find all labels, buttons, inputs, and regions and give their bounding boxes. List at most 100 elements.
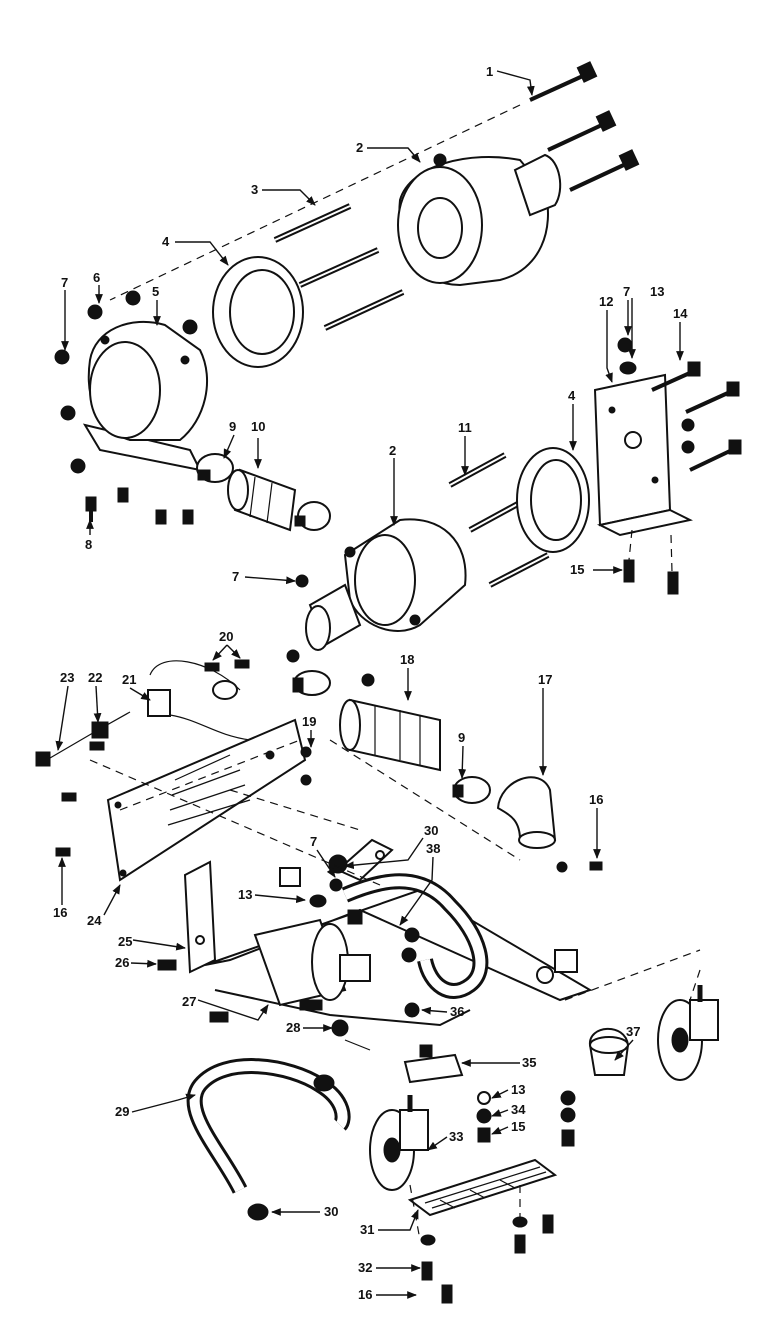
strain-relief-22 — [91, 721, 109, 739]
nut-19 — [300, 746, 312, 758]
fitting-center — [347, 909, 363, 925]
callout-26: 26 — [115, 955, 129, 970]
callout-32: 32 — [358, 1260, 372, 1275]
nut-frame-b — [401, 947, 417, 963]
callout-labels: 1 2 3 4 5 6 7 2 4 7 8 9 10 11 12 13 14 1… — [53, 64, 688, 1302]
callout-16-elbow: 16 — [589, 792, 603, 807]
terminal-block — [212, 680, 238, 700]
callout-15-plate: 15 — [570, 562, 584, 577]
nut-mid-b — [286, 649, 300, 663]
grille-31 — [407, 1158, 558, 1217]
callout-10: 10 — [251, 419, 265, 434]
hose-10 — [227, 468, 297, 532]
motor-housing-2-upper — [397, 153, 562, 287]
tie-rod-upper-b — [298, 247, 380, 288]
callout-4-upper: 4 — [162, 234, 170, 249]
callout-5: 5 — [152, 284, 159, 299]
washer-right-b — [560, 1107, 576, 1123]
callout-22: 22 — [88, 670, 102, 685]
callout-2-upper: 2 — [356, 140, 363, 155]
callout-13-center: 13 — [238, 887, 252, 902]
callout-34: 34 — [511, 1102, 526, 1117]
callout-3: 3 — [251, 182, 258, 197]
callout-28: 28 — [286, 1020, 300, 1035]
bracket-small — [279, 867, 301, 887]
end-housing-5 — [82, 320, 208, 472]
bracket-35 — [403, 1044, 464, 1084]
screw-upper-c — [155, 509, 167, 525]
callout-33: 33 — [449, 1129, 463, 1144]
hose-clamp-9-upper — [196, 453, 234, 483]
switch-21 — [147, 689, 171, 717]
screw-upper-d — [182, 509, 194, 525]
washer-right-a — [560, 1090, 576, 1106]
base-frame — [183, 838, 593, 1027]
bolt-upper-b — [569, 149, 640, 192]
motor-housing-2-lower — [305, 518, 467, 651]
hose-clamp-top — [292, 670, 331, 696]
callout-20: 20 — [219, 629, 233, 644]
screw-bottom-c — [542, 1214, 554, 1234]
bolt-upper-a — [547, 110, 617, 152]
callout-11: 11 — [458, 420, 472, 435]
callout-13-plate: 13 — [650, 284, 664, 299]
tie-rod-11 — [448, 452, 507, 488]
hose-29 — [186, 1058, 351, 1194]
screw-16-elbow — [589, 861, 603, 871]
nut-frame-a — [404, 927, 420, 943]
tie-rod-3 — [273, 203, 352, 243]
callout-7-upper-left: 7 — [61, 275, 68, 290]
nut-7-upper — [54, 349, 70, 365]
gasket-ring-4-upper — [212, 256, 304, 368]
bolt-plate-b — [685, 381, 740, 414]
callout-18: 18 — [400, 652, 414, 667]
tie-rod-upper-c — [323, 289, 405, 331]
washer-13-lower — [477, 1091, 491, 1105]
callout-9-upper: 9 — [229, 419, 236, 434]
callout-13-lower: 13 — [511, 1082, 525, 1097]
callout-37: 37 — [626, 1024, 640, 1039]
nut-7-mid — [295, 574, 309, 588]
callout-7-center: 7 — [310, 834, 317, 849]
gasket-ring-4-lower — [516, 447, 590, 553]
tie-rod-mid-c — [488, 552, 550, 588]
callout-21: 21 — [122, 672, 136, 687]
nut-30-lower — [247, 1203, 269, 1221]
nut-36 — [404, 1002, 420, 1018]
hose-clamp-lower — [294, 501, 331, 531]
callout-17: 17 — [538, 672, 552, 687]
screw-26 — [157, 959, 177, 971]
screw-bottom-b — [514, 1234, 526, 1254]
callout-6: 6 — [93, 270, 100, 285]
hose-clamp-9-lower — [452, 776, 491, 804]
nut-plate-b — [681, 440, 695, 454]
lower-blower-motor-assembly — [196, 337, 742, 687]
nut-plate-a — [681, 418, 695, 432]
screw-panel-b — [61, 792, 77, 802]
nut-6 — [87, 304, 103, 320]
motor-27 — [253, 918, 371, 1011]
tie-rod-mid-b — [468, 497, 527, 533]
washer-34 — [476, 1108, 492, 1124]
callout-8: 8 — [85, 537, 92, 552]
callout-29: 29 — [115, 1104, 129, 1119]
power-cord-23 — [35, 711, 131, 767]
mounting-plate-12 — [593, 373, 693, 537]
nut-30-top — [328, 854, 348, 874]
nut-upper-a — [125, 290, 141, 306]
callout-4-lower: 4 — [568, 388, 576, 403]
callout-31: 31 — [360, 1222, 374, 1237]
screw-20-b — [234, 659, 250, 669]
chassis-assembly — [35, 659, 719, 1304]
callout-2-lower: 2 — [389, 443, 396, 458]
callout-19: 19 — [302, 714, 316, 729]
nut-mid-c — [361, 673, 375, 687]
bolt-14 — [651, 361, 701, 392]
caster-right — [657, 985, 719, 1081]
hose-38 — [341, 873, 489, 999]
callout-27: 27 — [182, 994, 196, 1009]
screw-8 — [85, 496, 97, 522]
callout-16-lower: 16 — [358, 1287, 372, 1302]
callout-14: 14 — [673, 306, 688, 321]
